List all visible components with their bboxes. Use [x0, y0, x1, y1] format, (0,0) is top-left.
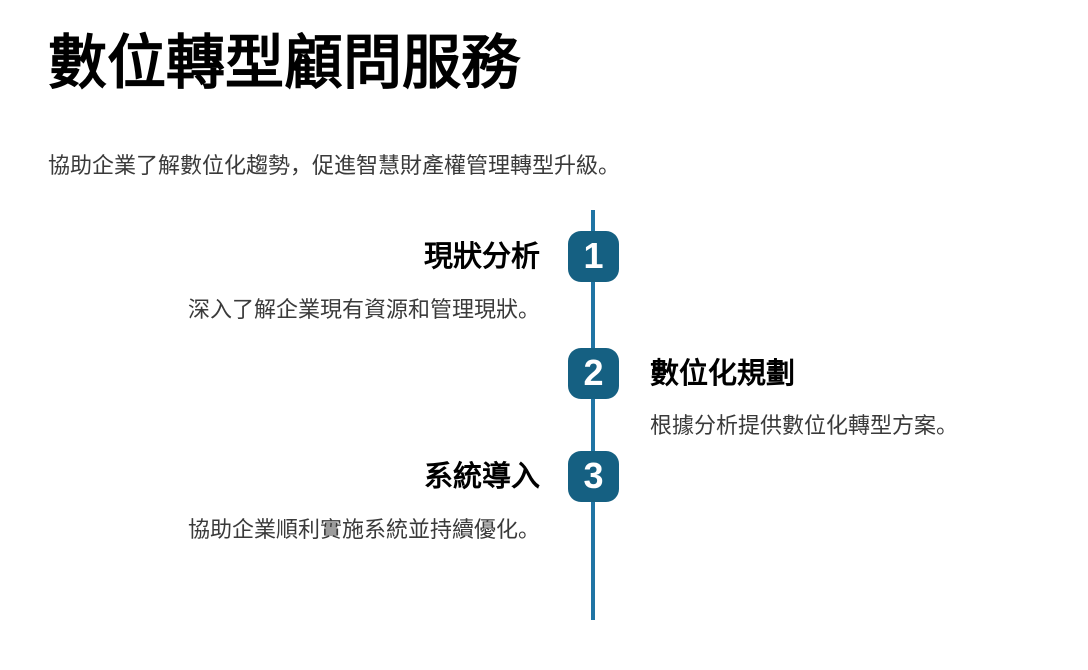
timeline-step-1-title: 現狀分析: [423, 241, 540, 273]
timeline-step-1-badge: 1: [568, 231, 619, 282]
timeline-step-2-description: 根據分析提供數位化轉型方案。: [650, 413, 959, 438]
timeline-step-3-number: 3: [583, 454, 604, 496]
timeline-step-1-description: 深入了解企業現有資源和管理現狀。: [187, 297, 540, 322]
page-subtitle: 協助企業了解數位化趨勢，促進智慧財產權管理轉型升級。: [48, 153, 621, 178]
timeline-step-1-number: 1: [583, 234, 604, 276]
timeline-step-3-description: 協助企業順利實施系統並持續優化。: [187, 517, 540, 542]
timeline-step-2-number: 2: [583, 351, 604, 393]
timeline-step-2-title: 數位化規劃: [650, 358, 796, 390]
timeline-line: [591, 210, 595, 620]
timeline-step-2-badge: 2: [568, 348, 619, 399]
timeline-step-3-badge: 3: [568, 451, 619, 502]
timeline-step-3-title: 系統導入: [423, 461, 540, 493]
timeline-diagram: 現狀分析 深入了解企業現有資源和管理現狀。 1 數位化規劃 根據分析提供數位化轉…: [0, 200, 1088, 640]
page-title: 數位轉型顧問服務: [48, 30, 521, 96]
